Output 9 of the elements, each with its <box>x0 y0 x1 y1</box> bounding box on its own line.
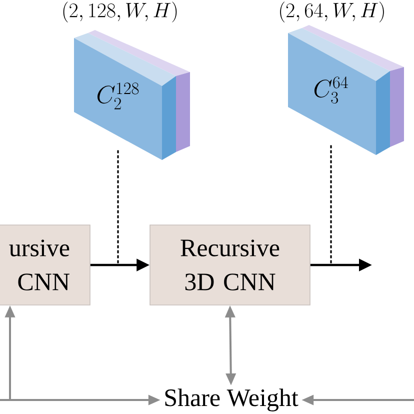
shape-label: $(2, 64, W, H)$ <box>280 2 384 22</box>
feature-map-cube: $C_{3}^{64}$ <box>288 25 404 155</box>
process-box: Recursive 3D CNN <box>150 224 310 306</box>
leader-line <box>330 145 332 265</box>
bare-text: Share Weight <box>165 388 298 412</box>
shape-label: $(2, 128, W, H)$ <box>63 2 177 22</box>
process-box: ursive CNN <box>0 224 90 306</box>
leader-line <box>117 150 119 265</box>
feature-map-cube: $C_{2}^{128}$ <box>74 30 190 160</box>
